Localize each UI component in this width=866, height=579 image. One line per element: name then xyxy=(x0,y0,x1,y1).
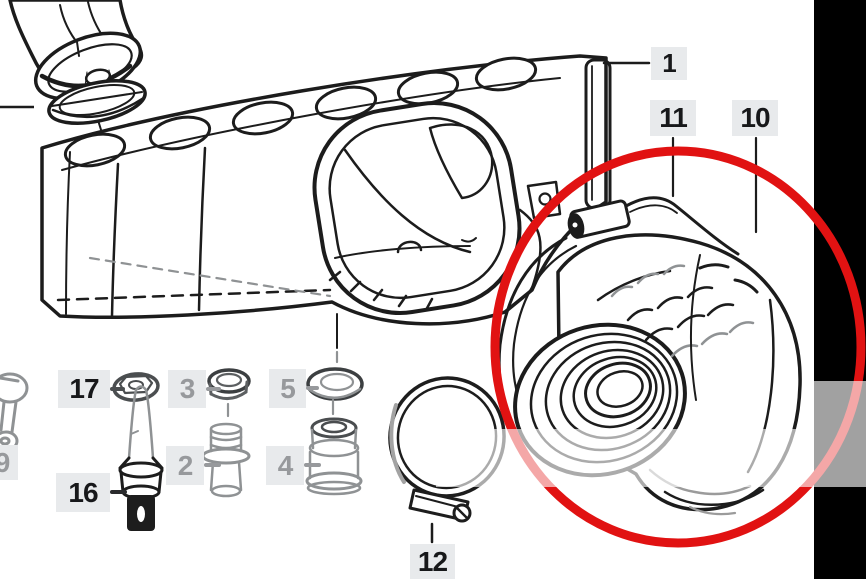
watermark-tint-band xyxy=(436,429,814,487)
watermark-tint-square xyxy=(814,381,866,487)
temp-sensor-drawing xyxy=(118,385,164,531)
manifold-opening xyxy=(312,101,522,315)
callout-4: 4 xyxy=(266,446,304,485)
callout-5: 5 xyxy=(269,369,306,408)
leader-lines xyxy=(110,61,758,544)
cable-connector-drawing xyxy=(567,196,740,256)
callout-12: 12 xyxy=(410,544,455,579)
callout-3: 3 xyxy=(168,370,206,408)
callout-11: 11 xyxy=(650,100,696,136)
callout-10: 10 xyxy=(732,100,778,136)
intake-manifold-drawing xyxy=(40,54,612,326)
screw-2-drawing xyxy=(201,422,251,498)
callout-1: 1 xyxy=(651,47,687,80)
washer-5-drawing xyxy=(306,350,364,401)
callout-16: 16 xyxy=(56,473,110,512)
crop-bar xyxy=(814,0,866,579)
cropped-part-9-drawing xyxy=(0,372,29,452)
nut-3-drawing xyxy=(207,368,251,400)
callout-9: 9 xyxy=(0,445,18,480)
bushing-4-drawing xyxy=(305,417,363,496)
throttle-disc-drawing xyxy=(47,68,147,125)
highlight-ellipse xyxy=(490,146,866,548)
callout-17: 17 xyxy=(58,370,110,408)
callout-2: 2 xyxy=(166,446,204,485)
